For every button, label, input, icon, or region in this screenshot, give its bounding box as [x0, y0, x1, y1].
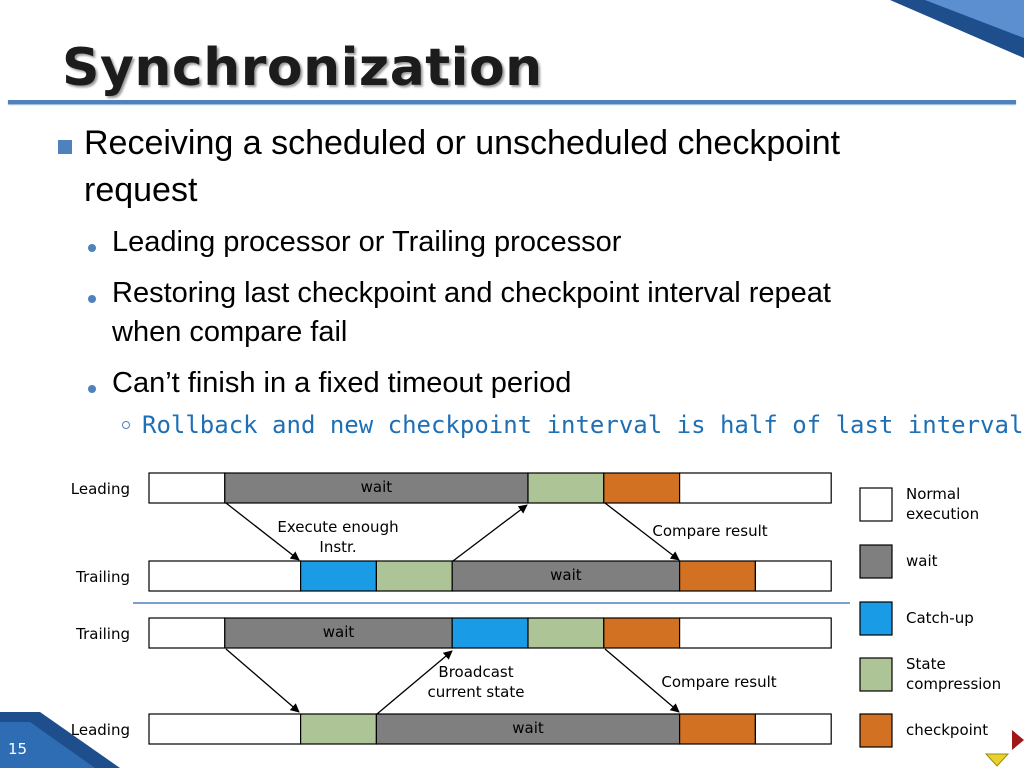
segment-wait: [451, 560, 681, 592]
ring-bullet-icon: [122, 421, 130, 429]
segment-catch-up: [451, 617, 529, 649]
annotation-execute-line-1: Execute enough: [277, 518, 398, 536]
square-bullet-icon: [58, 140, 72, 154]
annotation-compare-result-lower: Compare result: [661, 673, 776, 691]
segment-state-compression: [527, 617, 605, 649]
segment-wait: [224, 472, 529, 504]
bullet-3-line-2: when compare fail: [112, 316, 348, 348]
segment-checkpoint: [678, 713, 756, 745]
row-label-leading: Leading: [71, 480, 130, 498]
round-bullet-icon: [88, 295, 96, 303]
legend-swatch-checkpoint: [859, 713, 893, 748]
slide-menu-arrow-icon: [984, 753, 1010, 767]
round-bullet-icon: [88, 244, 96, 252]
arrow-trail-to-lead-lower: [225, 648, 300, 713]
title-underline: [8, 100, 1016, 104]
top-right-corner-highlight: [925, 0, 1024, 38]
segment-normal: [754, 560, 832, 592]
segment-normal: [148, 472, 226, 504]
arrow-compare-result: [604, 502, 680, 561]
legend-label: checkpoint: [906, 721, 988, 739]
bullet-2-line-1: Leading processor or Trailing processor: [112, 226, 622, 258]
transfer-arrows: [225, 502, 680, 715]
segment-normal: [678, 617, 832, 649]
annotation-broadcast-line-1: Broadcast: [438, 663, 513, 681]
legend-label: State: [906, 655, 946, 673]
segment-normal: [754, 713, 832, 745]
round-bullet-icon: [88, 385, 96, 393]
segment-checkpoint: [603, 617, 681, 649]
segment-catch-up: [300, 560, 378, 592]
slide-title: Synchronization: [62, 38, 543, 98]
row-label-trailing: Trailing: [75, 568, 130, 586]
legend-label: execution: [906, 505, 979, 523]
legend-swatch-wait: [859, 544, 893, 579]
segment-state-compression: [375, 560, 453, 592]
legend-swatch-state-compression: [859, 657, 893, 692]
segment-label: wait: [361, 478, 393, 496]
bullet-4-line-1: Can’t finish in a fixed timeout period: [112, 367, 572, 399]
page-number: 15: [8, 740, 28, 758]
segment-normal: [148, 617, 226, 649]
row-label-trailing: Trailing: [75, 625, 130, 643]
bullet-3-line-1: Restoring last checkpoint and checkpoint…: [112, 277, 831, 309]
segment-label: wait: [550, 566, 582, 584]
segment-normal: [148, 560, 302, 592]
annotations: Execute enough Instr. Compare result Bro…: [277, 518, 776, 701]
segment-wait: [375, 713, 681, 745]
row-label-leading: Leading: [71, 721, 130, 739]
segment-state-compression: [300, 713, 378, 745]
sub-bullet-1-line-1: Rollback and new checkpoint interval is …: [142, 411, 1024, 439]
legend-label: wait: [906, 552, 938, 570]
segment-checkpoint: [603, 472, 681, 504]
arrow-trail-to-lead: [452, 504, 528, 562]
segment-label: wait: [512, 719, 544, 737]
legend-label: compression: [906, 675, 1001, 693]
legend-label: Normal: [906, 485, 960, 503]
arrow-lead-to-trail: [225, 502, 300, 561]
bottom-left-corner-highlight: [0, 722, 95, 768]
annotation-broadcast-line-2: current state: [428, 683, 525, 701]
bullet-1-line-2: request: [84, 171, 198, 209]
segment-state-compression: [527, 472, 605, 504]
arrow-compare-result-lower: [604, 648, 680, 713]
arrow-broadcast-state: [376, 650, 453, 715]
segment-checkpoint: [678, 560, 756, 592]
annotation-compare-result: Compare result: [652, 522, 767, 540]
legend-swatch-catch-up: [859, 601, 893, 636]
bullet-1-line-1: Receiving a scheduled or unscheduled che…: [84, 124, 841, 162]
next-slide-arrow-icon: [1012, 730, 1024, 750]
legend-swatch-normal: [859, 487, 893, 522]
segment-wait: [224, 617, 453, 649]
segment-label: wait: [323, 623, 355, 641]
segment-normal: [678, 472, 832, 504]
segment-normal: [148, 713, 302, 745]
legend-label: Catch-up: [906, 609, 974, 627]
annotation-execute-line-2: Instr.: [319, 538, 356, 556]
